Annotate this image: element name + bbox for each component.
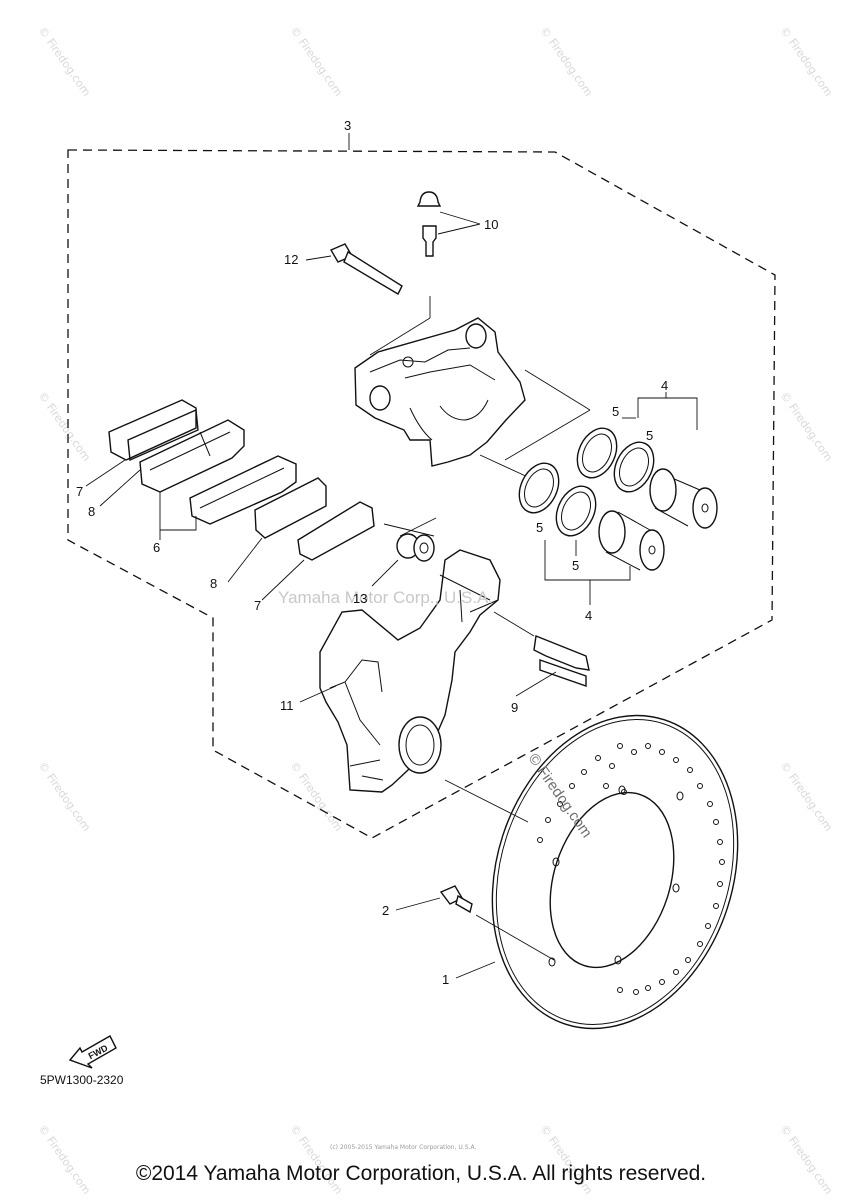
callout-5-a: 5 [612, 404, 619, 419]
watermark-edge: © Firedog.com [538, 24, 596, 98]
callout-7-a: 7 [76, 484, 83, 499]
assembly-boundary [67, 149, 776, 839]
tiny-copyright-note: (c) 2005-2015 Yamaha Motor Corporation, … [330, 1144, 477, 1151]
callout-6: 6 [153, 540, 160, 555]
diagram-code: 5PW1300-2320 [40, 1073, 124, 1087]
watermark-edge: © Firedog.com [36, 389, 94, 463]
pistons [598, 468, 718, 571]
seals [518, 427, 655, 537]
disc-holes [537, 743, 725, 995]
callout-labels: 3 10 12 4 5 5 7 8 6 5 5 8 7 13 4 11 9 2 … [76, 118, 668, 987]
callout-2: 2 [382, 903, 389, 918]
fwd-arrow: FWD [68, 1035, 117, 1069]
pad-clip [533, 635, 590, 687]
bolt [329, 243, 403, 295]
caliper-body [354, 317, 526, 467]
watermark-edge: © Firedog.com [36, 759, 94, 833]
callout-8-b: 8 [210, 576, 217, 591]
disc-mount-holes [548, 785, 684, 967]
watermark-center: Yamaha Motor Corp., U.S.A. [278, 588, 493, 607]
watermark-edge: © Firedog.com [288, 24, 346, 98]
watermark-edge: © Firedog.com [778, 759, 836, 833]
callout-7-b: 7 [254, 598, 261, 613]
brake-pads [108, 399, 375, 561]
rubber-boot [396, 533, 435, 562]
watermark-edge: © Firedog.com [36, 24, 94, 98]
callout-4-bottom: 4 [585, 608, 592, 623]
callout-5-d: 5 [572, 558, 579, 573]
caliper-bracket [319, 549, 501, 793]
callout-9: 9 [511, 700, 518, 715]
callout-5-c: 5 [536, 520, 543, 535]
callout-1: 1 [442, 972, 449, 987]
callout-13: 13 [353, 591, 367, 606]
callout-3: 3 [344, 118, 351, 133]
bleed-screw [416, 191, 442, 257]
callout-11: 11 [280, 698, 294, 713]
copyright-notice: ©2014 Yamaha Motor Corporation, U.S.A. A… [135, 1162, 707, 1185]
callout-12: 12 [284, 252, 298, 267]
callout-8-a: 8 [88, 504, 95, 519]
callout-4-top: 4 [661, 378, 668, 393]
callout-10: 10 [484, 217, 498, 232]
watermark-edge: © Firedog.com [778, 389, 836, 463]
callout-5-b: 5 [646, 428, 653, 443]
brake-disc [491, 714, 739, 1030]
disc-bolt [439, 885, 473, 914]
watermark-edge: © Firedog.com [778, 24, 836, 98]
